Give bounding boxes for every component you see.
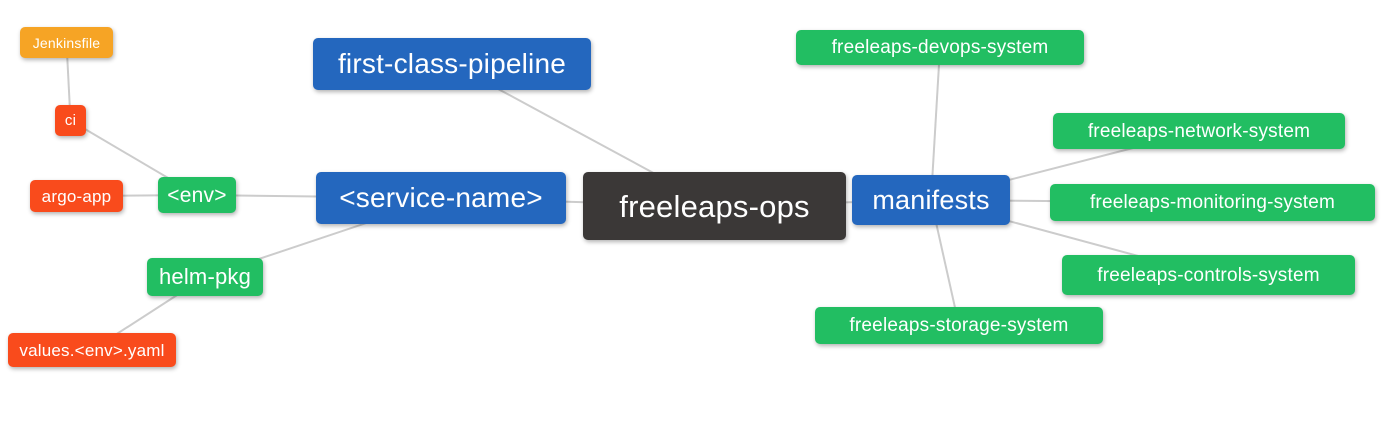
node-label: freeleaps-devops-system [831,37,1049,58]
mindmap-node-freeleaps-ops[interactable]: freeleaps-ops [583,172,846,240]
node-label: <env> [167,183,227,207]
node-label: freeleaps-controls-system [1097,264,1320,286]
mindmap-node-first-class-pipeline[interactable]: first-class-pipeline [313,38,591,90]
mindmap-node-manifests[interactable]: manifests [852,175,1010,225]
node-label: freeleaps-network-system [1087,120,1311,142]
node-label: helm-pkg [158,264,252,289]
mindmap-node-freeleaps-network-system[interactable]: freeleaps-network-system [1053,113,1345,149]
node-label: freeleaps-storage-system [849,315,1069,336]
mindmap-node-service-name[interactable]: <service-name> [316,172,566,224]
node-label: argo-app [41,186,112,206]
mindmap-node-values-env-yaml[interactable]: values.<env>.yaml [8,333,176,367]
node-label: first-class-pipeline [337,48,567,79]
mindmap-node-freeleaps-devops-system[interactable]: freeleaps-devops-system [796,30,1084,65]
node-label: freeleaps-ops [619,188,810,224]
mindmap-node-helm-pkg[interactable]: helm-pkg [147,258,263,296]
mindmap-node-jenkinsfile[interactable]: Jenkinsfile [20,27,113,58]
node-label: <service-name> [339,182,543,213]
node-label: values.<env>.yaml [19,340,165,360]
mindmap-node-argo-app[interactable]: argo-app [30,180,123,212]
node-label: Jenkinsfile [32,34,101,51]
mindmap-node-freeleaps-monitoring-system[interactable]: freeleaps-monitoring-system [1050,184,1375,221]
mindmap-node-freeleaps-storage-system[interactable]: freeleaps-storage-system [815,307,1103,344]
edge-manifests--freeleaps-devops-system [930,47,941,201]
node-label: ci [64,112,77,129]
mindmap-node-ci[interactable]: ci [55,105,86,136]
mindmap-node-env[interactable]: <env> [158,177,236,213]
node-label: freeleaps-monitoring-system [1089,192,1336,213]
mindmap-node-freeleaps-controls-system[interactable]: freeleaps-controls-system [1062,255,1355,295]
node-label: manifests [872,184,990,215]
